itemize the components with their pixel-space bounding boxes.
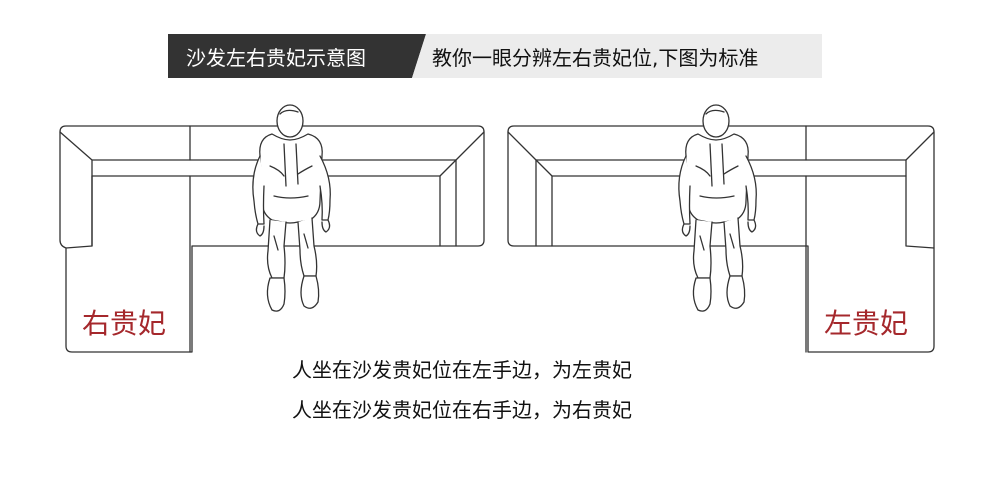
caption-line-1: 人坐在沙发贵妃位在左手边，为左贵妃 <box>292 358 632 382</box>
caption-line-2: 人坐在沙发贵妃位在右手边，为右贵妃 <box>292 398 632 422</box>
header-title-banner: 沙发左右贵妃示意图 <box>168 34 426 78</box>
header-subtitle: 教你一眼分辨左右贵妃位,下图为标准 <box>432 45 759 70</box>
left-sofa-label: 右贵妃 <box>82 307 167 340</box>
header-subtitle-banner: 教你一眼分辨左右贵妃位,下图为标准 <box>412 34 822 78</box>
right-sofa-label: 左贵妃 <box>824 307 909 340</box>
header-title: 沙发左右贵妃示意图 <box>186 45 366 70</box>
